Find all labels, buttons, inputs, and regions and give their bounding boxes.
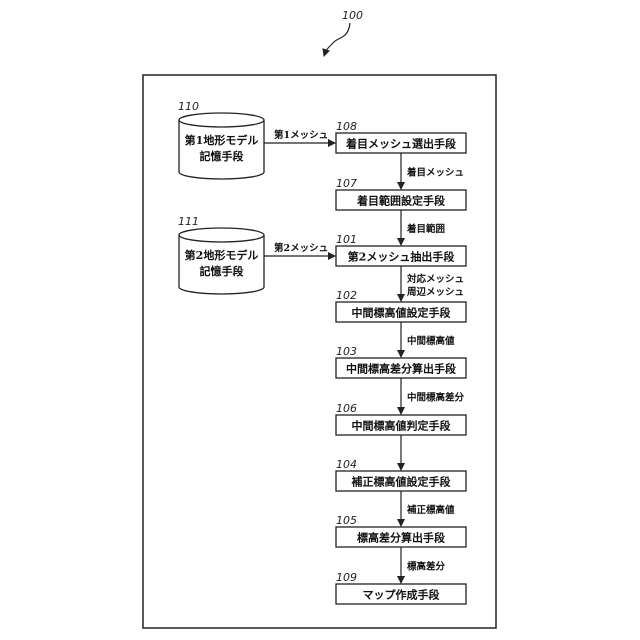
database-110: 110 第1地形モデル 記憶手段 <box>178 100 264 179</box>
arrow-label: 対応メッシュ <box>406 273 464 285</box>
database-label-line2: 記憶手段 <box>200 149 244 163</box>
database-label-line1: 第1地形モデル <box>185 133 259 147</box>
arrow-label-second-mesh: 第2メッシュ <box>274 242 328 254</box>
step-label: 補正標高値設定手段 <box>351 475 451 489</box>
step-ref: 109 <box>336 571 357 584</box>
step-label: 第2メッシュ抽出手段 <box>348 250 455 264</box>
database-ref: 110 <box>178 100 199 113</box>
step-label: マップ作成手段 <box>363 588 440 602</box>
cylinder-top <box>179 228 264 242</box>
step-label: 中間標高値判定手段 <box>352 419 451 433</box>
arrow-label: 着目範囲 <box>406 223 445 235</box>
step-ref: 103 <box>336 345 357 358</box>
step-ref: 102 <box>336 289 357 302</box>
step-label: 中間標高値設定手段 <box>352 306 451 320</box>
step-ref: 101 <box>336 233 357 246</box>
step-label: 着目範囲設定手段 <box>356 194 445 208</box>
database-label-line2: 記憶手段 <box>200 264 244 278</box>
step-108: 108 着目メッシュ選出手段 <box>336 120 466 153</box>
database-label-line1: 第2地形モデル <box>185 248 259 262</box>
step-ref: 106 <box>336 402 357 415</box>
figure-ref: 100 <box>342 9 363 22</box>
arrow-label: 中間標高値 <box>407 335 455 347</box>
cylinder-top <box>179 113 264 127</box>
step-ref: 107 <box>336 177 357 190</box>
arrow-label: 補正標高値 <box>406 504 455 516</box>
arrow-label: 中間標高差分 <box>407 392 465 404</box>
database-ref: 111 <box>178 215 199 228</box>
step-ref: 104 <box>336 458 357 471</box>
arrow-label-first-mesh: 第1メッシュ <box>274 129 328 141</box>
step-label: 標高差分算出手段 <box>357 531 445 545</box>
process-steps: 108 着目メッシュ選出手段着目メッシュ 107 着目範囲設定手段着目範囲 101 第2メ… <box>336 120 466 604</box>
step-label: 着目メッシュ選出手段 <box>345 137 456 151</box>
database-111: 111 第2地形モデル 記憶手段 <box>178 215 264 294</box>
arrow-label: 着目メッシュ <box>406 167 464 179</box>
step-ref: 108 <box>336 120 357 133</box>
step-ref: 105 <box>336 514 357 527</box>
arrow-label: 標高差分 <box>407 561 446 573</box>
step-label: 中間標高差分算出手段 <box>346 362 456 376</box>
arrow-label: 周辺メッシュ <box>407 287 464 298</box>
figure-ref-arrow <box>324 23 350 56</box>
